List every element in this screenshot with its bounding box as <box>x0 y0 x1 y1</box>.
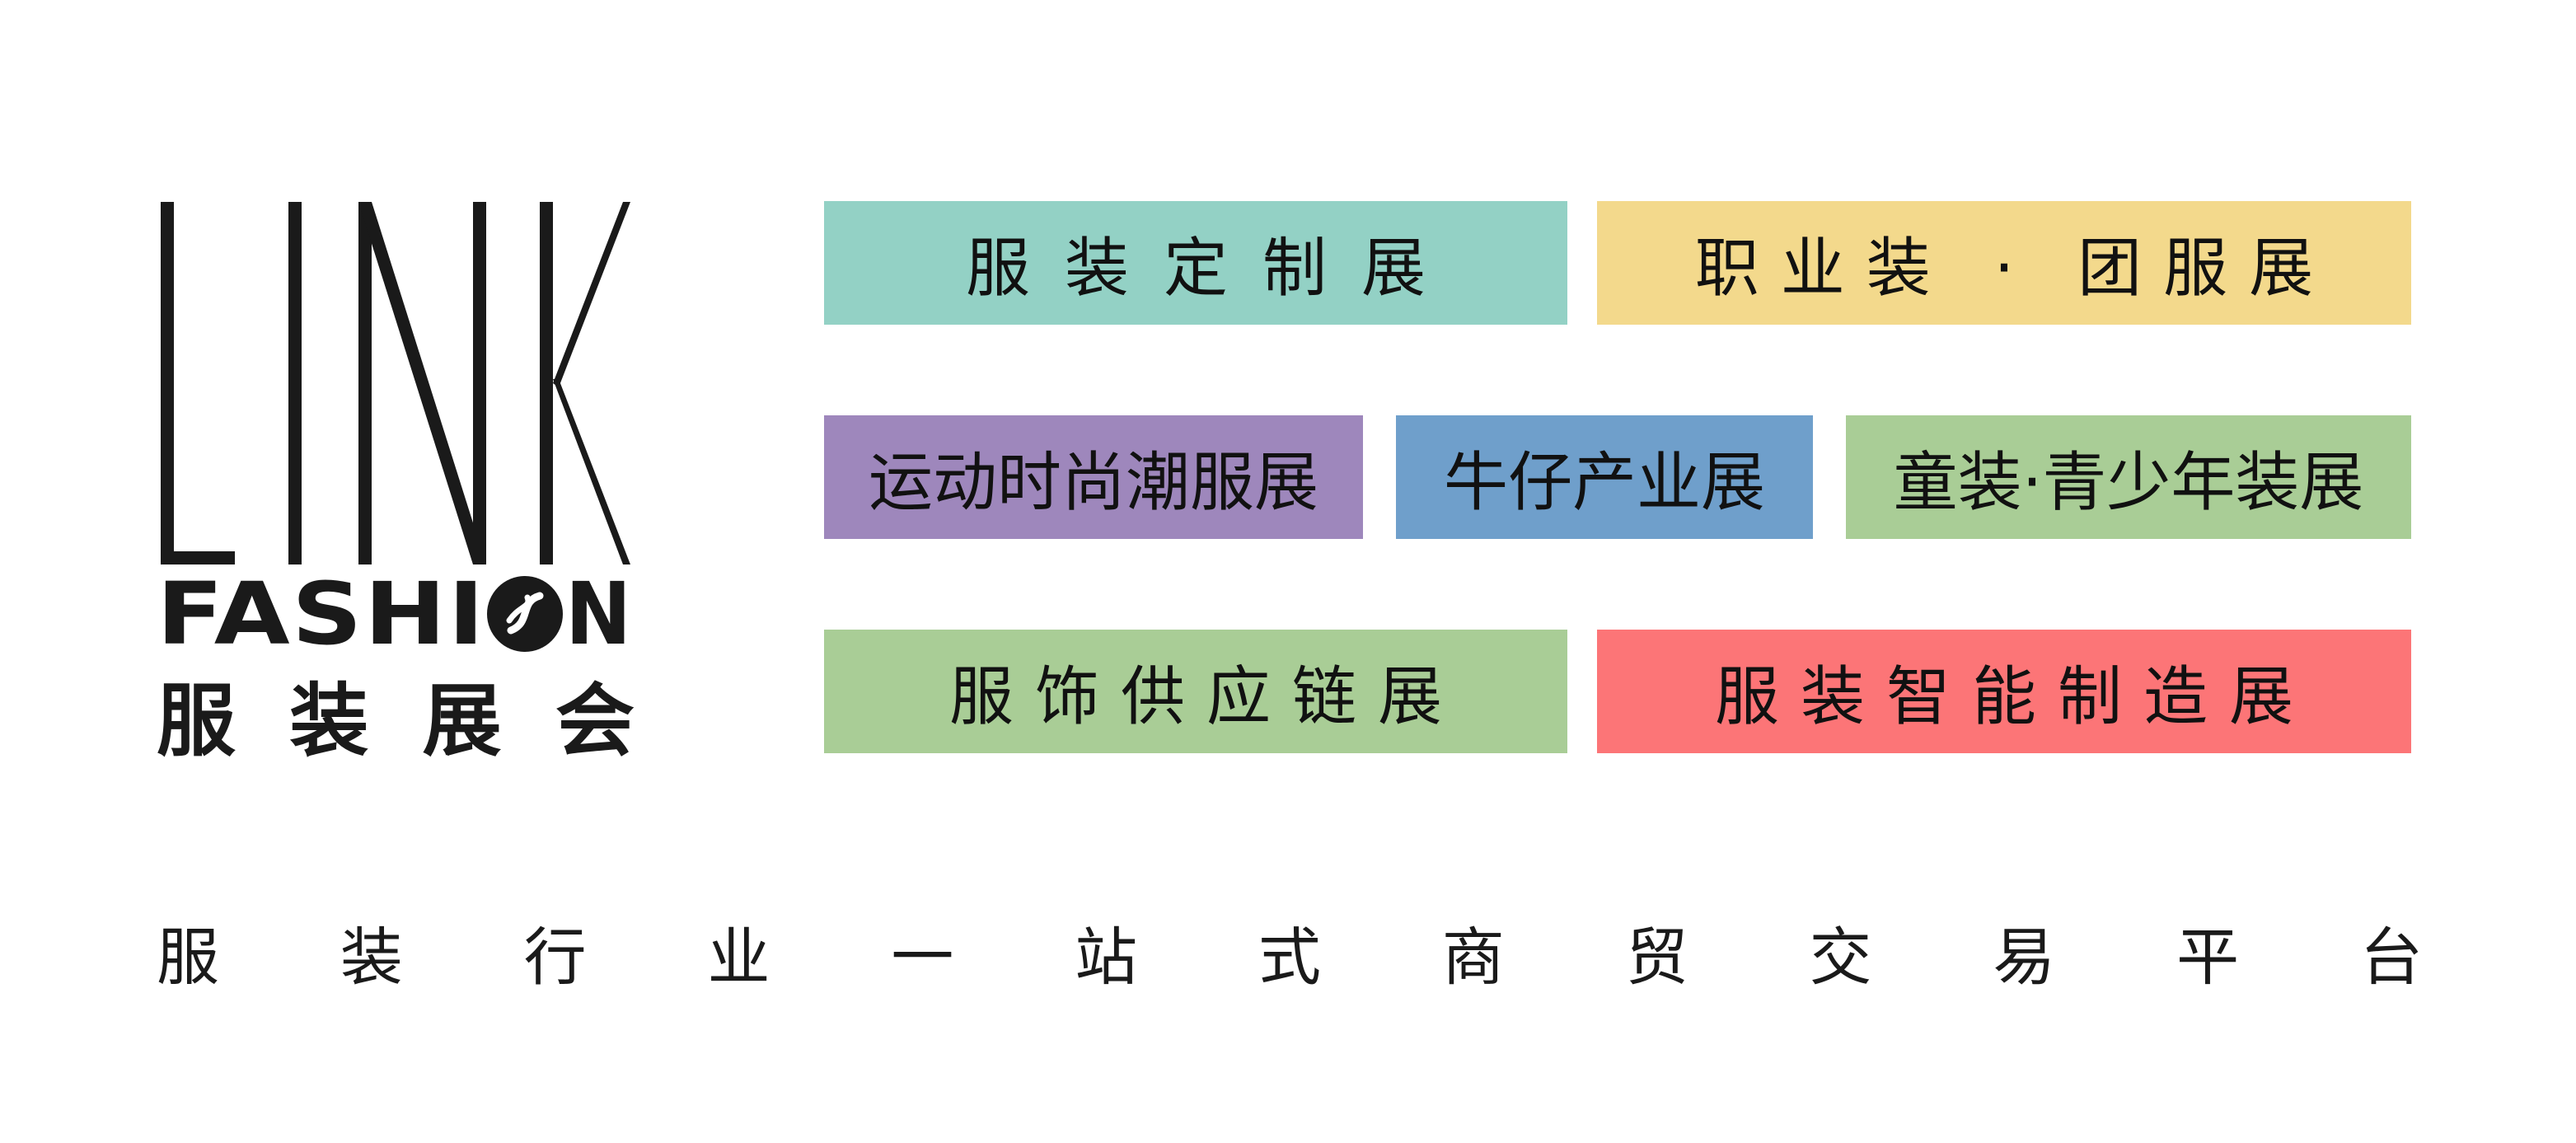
tile-kids-teen-wear-expo: 童装·青少年装展 <box>1846 415 2411 539</box>
tile-sports-fashion-expo: 运动时尚潮服展 <box>824 415 1363 539</box>
logo-letter-k-stem <box>540 202 553 564</box>
logo-letter-n-diagonal <box>358 202 486 564</box>
tagline-char: 一 <box>891 920 954 994</box>
tagline-char: 业 <box>707 920 770 994</box>
tile-apparel-supply-chain-expo: 服饰供应链展 <box>824 630 1567 753</box>
logo-letter-k-lower <box>553 379 630 564</box>
logo-letter-k-upper <box>553 202 630 387</box>
tagline-char: 台 <box>2359 920 2423 994</box>
link-logo-letters <box>161 202 630 564</box>
tile-custom-garment-expo: 服装定制展 <box>824 201 1567 325</box>
tile-workwear-uniform-expo: 职业装 · 团服展 <box>1597 201 2411 325</box>
tagline-char: 行 <box>523 920 587 994</box>
tagline-char: 式 <box>1258 920 1321 994</box>
svg-text:N: N <box>565 573 633 655</box>
logo-letter-l-stem <box>161 202 174 564</box>
logo-o-emblem <box>487 576 563 652</box>
tagline-char: 贸 <box>1625 920 1688 994</box>
tagline-char: 站 <box>1075 920 1138 994</box>
logo-chinese-char: 服 <box>157 675 236 767</box>
logo-letter-l-foot <box>161 551 235 564</box>
svg-text:FASHI: FASHI <box>157 573 486 655</box>
logo-letter-i <box>288 202 302 564</box>
tagline-char: 易 <box>1993 920 2056 994</box>
tile-denim-industry-expo: 牛仔产业展 <box>1396 415 1813 539</box>
logo-chinese-char: 装 <box>289 675 369 767</box>
fashion-wordmark-graphic: FASHI N <box>157 573 633 655</box>
logo-letter-n-right <box>473 202 486 564</box>
tagline-char: 装 <box>340 920 403 994</box>
tagline-char: 服 <box>157 920 219 994</box>
tagline-char: 平 <box>2176 920 2240 994</box>
logo-chinese-char: 展 <box>422 675 502 767</box>
tagline-char: 交 <box>1809 920 1872 994</box>
tile-smart-garment-manufacturing-expo: 服装智能制造展 <box>1597 630 2411 753</box>
logo-chinese-char: 会 <box>555 675 635 767</box>
link-fashion-logo: FASHI N 服 装 展 会 <box>157 198 635 766</box>
tagline-char: 商 <box>1441 920 1505 994</box>
logo-wordmark-fashion: FASHI N <box>157 573 635 655</box>
logo-chinese-title: 服 装 展 会 <box>157 676 635 766</box>
tagline: 服 装 行 业 一 站 式 商 贸 交 易 平 台 <box>157 906 2423 997</box>
logo-letter-n-left <box>358 202 372 564</box>
